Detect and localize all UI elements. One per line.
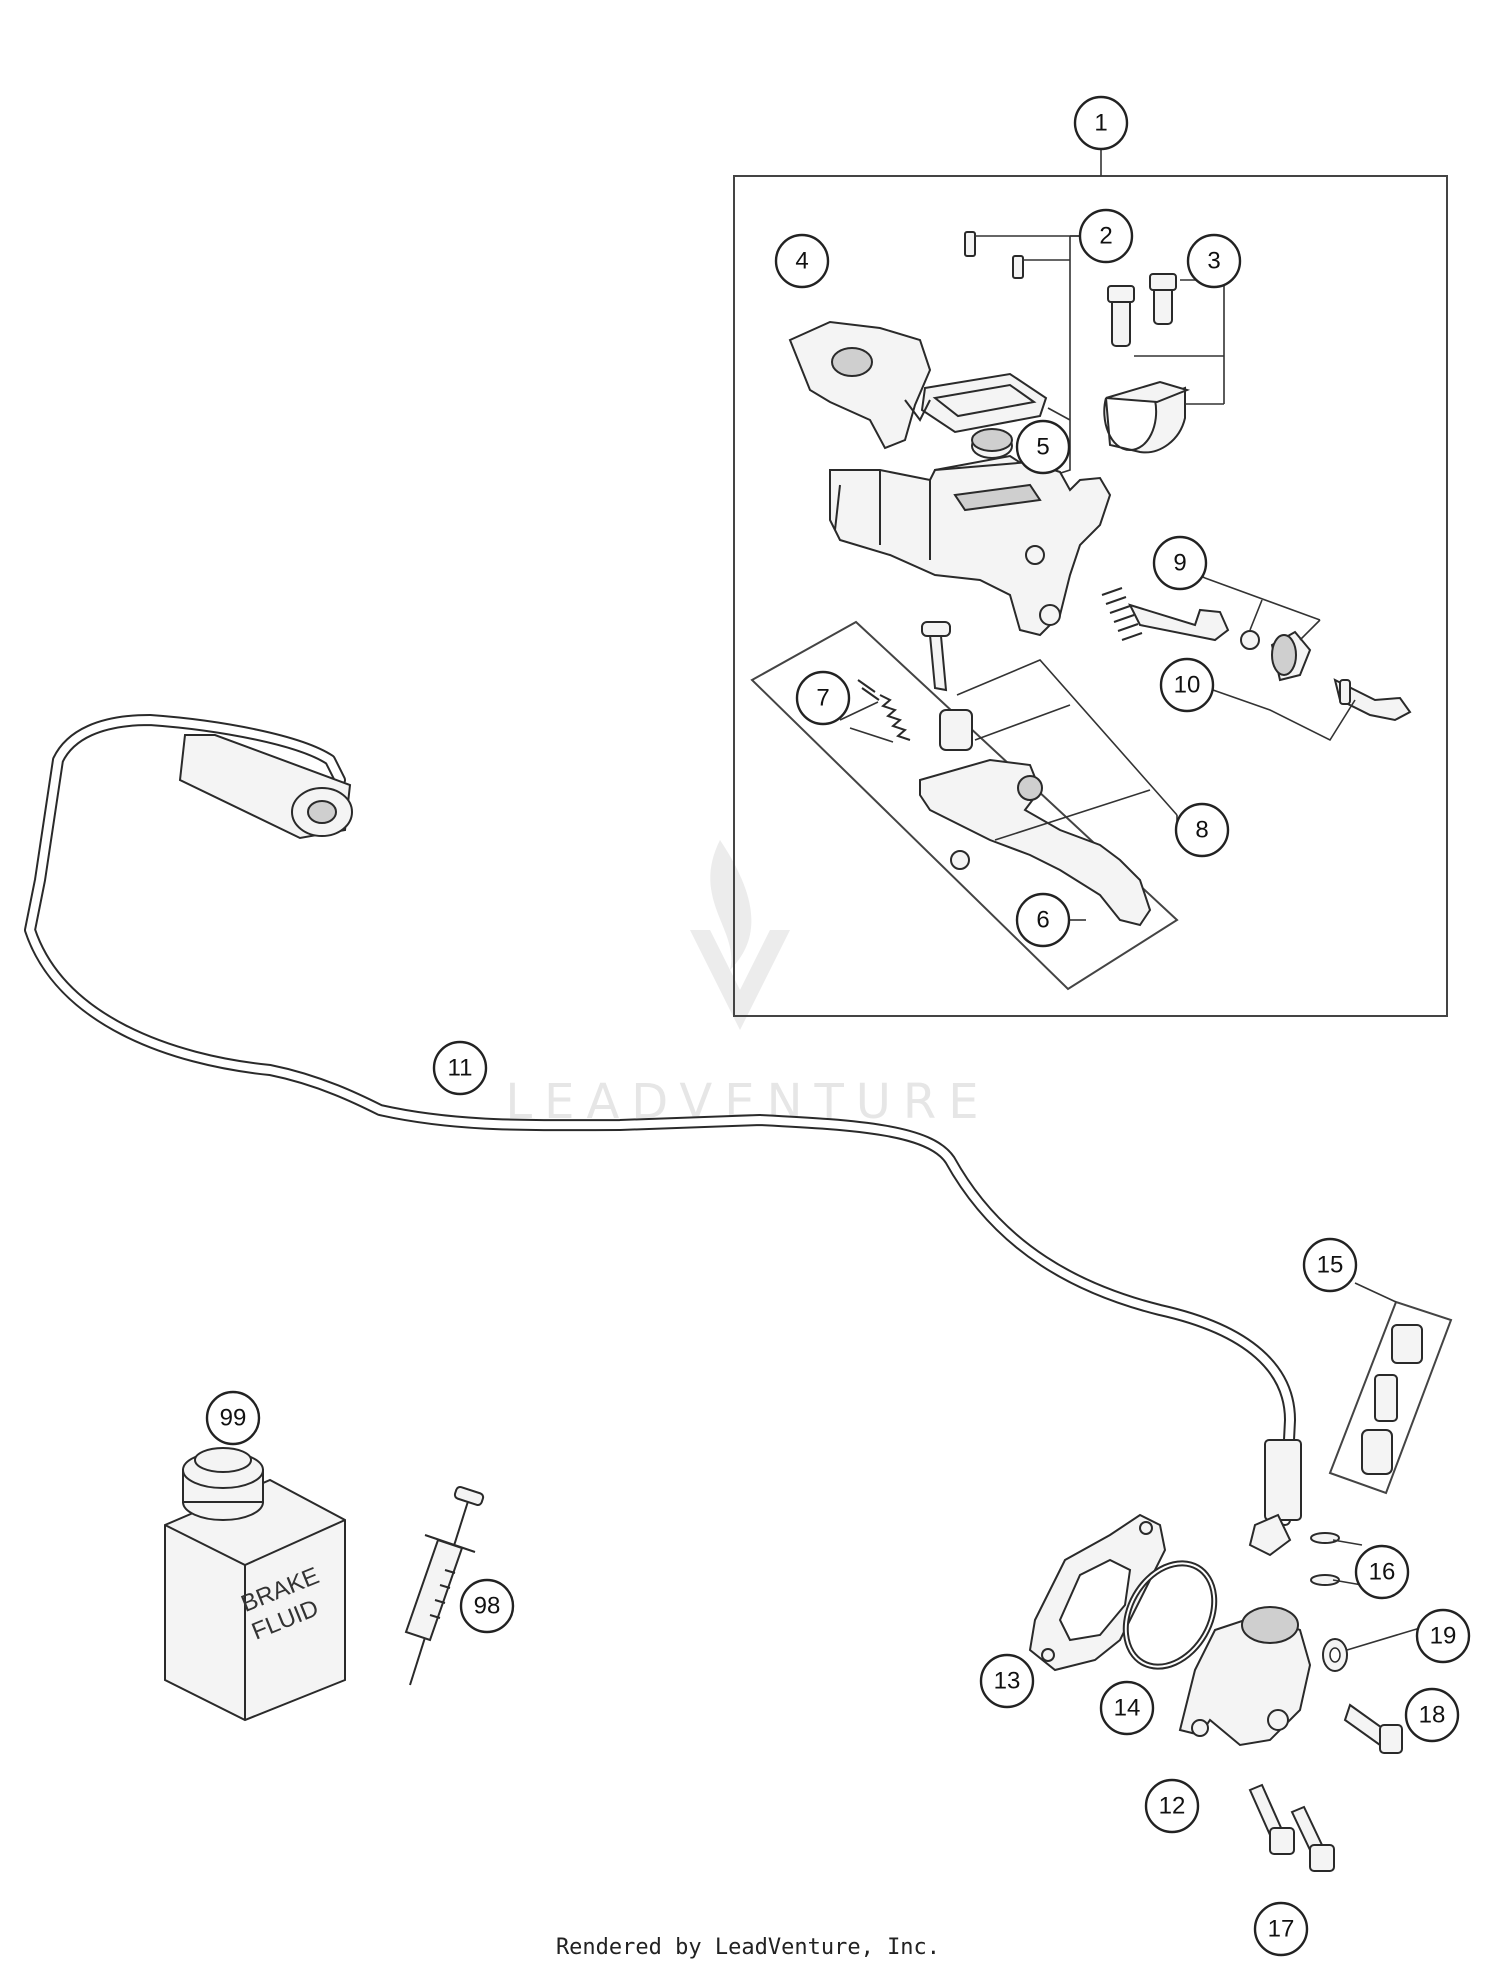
callout-19-label: 19 bbox=[1430, 1623, 1457, 1650]
callout-7: 7 bbox=[795, 670, 851, 726]
callout-12: 12 bbox=[1144, 1778, 1200, 1834]
bleeder-kit-part bbox=[1328, 1282, 1453, 1495]
callout-13-label: 13 bbox=[994, 1668, 1021, 1695]
callout-10: 10 bbox=[1159, 657, 1215, 713]
callout-98-label: 98 bbox=[474, 1593, 501, 1620]
watermark-logo-flame bbox=[710, 840, 752, 970]
callout-19: 19 bbox=[1415, 1608, 1471, 1664]
callout-14: 14 bbox=[1099, 1680, 1155, 1736]
callout-4: 4 bbox=[774, 233, 830, 289]
callout-5-label: 5 bbox=[1036, 434, 1049, 461]
washer-bolt-part bbox=[1322, 1624, 1431, 1754]
piston-kit-part bbox=[1101, 577, 1321, 682]
reservoir-housing-part bbox=[788, 320, 932, 450]
assembly-box bbox=[733, 175, 1448, 1017]
adjuster-part bbox=[1212, 678, 1412, 742]
callout-99-label: 99 bbox=[220, 1405, 247, 1432]
handlebar-clamp-part bbox=[1103, 262, 1225, 454]
callout-6: 6 bbox=[1015, 892, 1071, 948]
master-cylinder-body bbox=[829, 460, 1112, 637]
callout-6-label: 6 bbox=[1036, 907, 1049, 934]
callout-8: 8 bbox=[1174, 802, 1230, 858]
syringe-part bbox=[404, 1486, 485, 1686]
callout-2: 2 bbox=[1078, 208, 1134, 264]
callout-10-label: 10 bbox=[1174, 672, 1201, 699]
callout-5: 5 bbox=[1015, 419, 1071, 475]
callout-14-label: 14 bbox=[1114, 1695, 1141, 1722]
callout-9: 9 bbox=[1152, 535, 1208, 591]
callout-15: 15 bbox=[1302, 1237, 1358, 1293]
callout-99: 99 bbox=[205, 1390, 261, 1446]
reservoir-cap-part bbox=[971, 428, 1013, 459]
callout-11-label: 11 bbox=[448, 1055, 473, 1082]
mounting-bolts-part bbox=[1248, 1783, 1335, 1872]
watermark: LEADVENTURE bbox=[505, 840, 979, 1130]
callout-1-label: 1 bbox=[1094, 110, 1107, 137]
callout-17: 17 bbox=[1253, 1901, 1309, 1957]
callout-12-label: 12 bbox=[1159, 1793, 1186, 1820]
lever-part bbox=[839, 621, 1178, 927]
watermark-logo-chevron bbox=[690, 930, 790, 1030]
callout-18: 18 bbox=[1404, 1687, 1460, 1743]
slave-cylinder-part bbox=[1178, 1606, 1312, 1747]
callout-16-label: 16 bbox=[1369, 1559, 1396, 1586]
lever-group-box bbox=[750, 620, 1179, 991]
clutch-hose bbox=[24, 714, 1363, 1586]
footer-credit: Rendered by LeadVenture, Inc. bbox=[556, 1935, 940, 1960]
brake-fluid-bottle-part: BRAKE FLUID bbox=[164, 1447, 346, 1722]
gasket-part bbox=[1028, 1513, 1167, 1672]
callout-98: 98 bbox=[459, 1578, 515, 1634]
callout-11: 11 bbox=[432, 1040, 488, 1096]
callout-3-label: 3 bbox=[1207, 248, 1220, 275]
callout-9-label: 9 bbox=[1173, 550, 1186, 577]
callout-16: 16 bbox=[1354, 1544, 1410, 1600]
callout-4-label: 4 bbox=[795, 248, 808, 275]
callout-15-label: 15 bbox=[1317, 1252, 1344, 1279]
callout-13: 13 bbox=[979, 1653, 1035, 1709]
callout-7-label: 7 bbox=[816, 685, 829, 712]
o-ring-part bbox=[1122, 1560, 1218, 1670]
callout-8-label: 8 bbox=[1195, 817, 1208, 844]
callout-2-label: 2 bbox=[1099, 223, 1112, 250]
callout-1: 1 bbox=[1073, 95, 1129, 151]
callout-18-label: 18 bbox=[1419, 1702, 1446, 1729]
callout-17-label: 17 bbox=[1268, 1916, 1295, 1943]
callout-3: 3 bbox=[1186, 233, 1242, 289]
